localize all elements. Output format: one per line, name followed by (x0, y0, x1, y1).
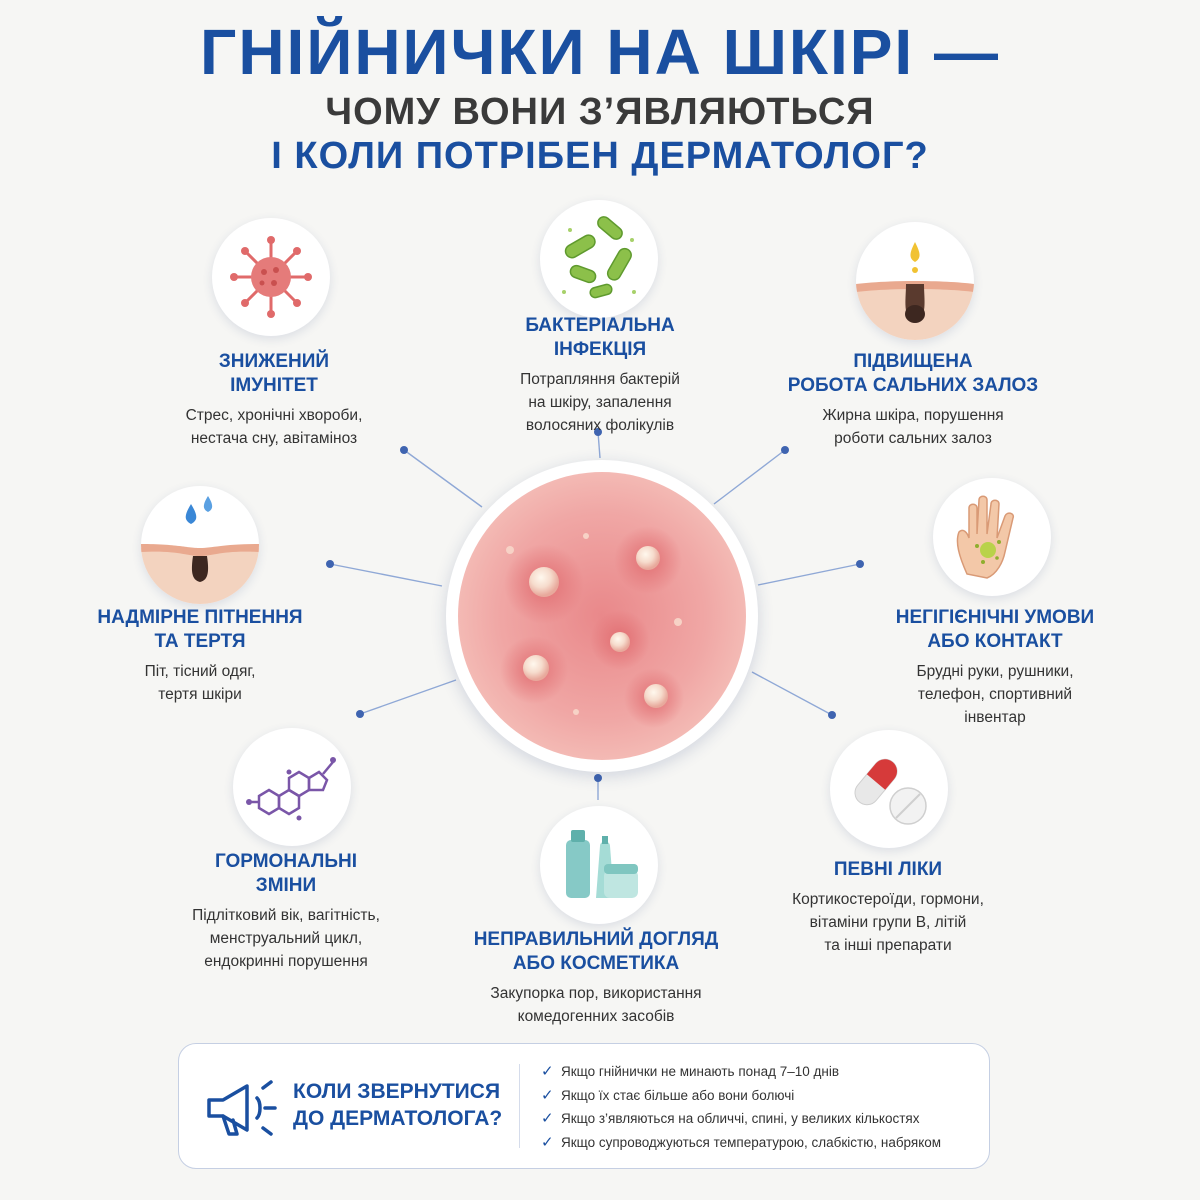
cause-sebaceous: ПІДВИЩЕНА РОБОТА САЛЬНИХ ЗАЛОЗ Жирна шкі… (773, 350, 1053, 450)
cause-desc: Підлітковий вік, вагітність, менструальн… (192, 907, 380, 970)
pills-icon-circle (830, 730, 948, 848)
bacteria-icon-circle (540, 200, 658, 318)
connector-dot-cosmetics (594, 774, 602, 782)
virus-icon (230, 236, 312, 318)
immunity-icon-circle (212, 218, 330, 336)
criteria-item: ✓ Якщо їх стає більше або вони болючі (541, 1084, 941, 1108)
title-block: ГНІЙНИЧКИ НА ШКІРІ — ЧОМУ ВОНИ З’ЯВЛЯЮТЬ… (0, 14, 1200, 178)
megaphone-icon (207, 1080, 277, 1136)
connector-sweat (329, 563, 443, 587)
connector-dot-hormones (356, 710, 364, 718)
criteria-item: ✓ Якщо гнійнички не минають понад 7–10 дн… (541, 1060, 941, 1084)
cause-desc: Закупорка пор, використання комедогенних… (490, 985, 702, 1025)
cause-desc: Кортикостероїди, гормони, вітаміни групи… (792, 891, 984, 954)
connector-dot-bacteria (594, 428, 602, 436)
criteria-text: Якщо супроводжуються температурою, слабк… (561, 1134, 942, 1150)
cause-title: ЗНИЖЕНИЙ ІМУНІТЕТ (218, 351, 330, 396)
hormones-icon-circle (233, 728, 351, 846)
connector-bacteria (597, 431, 601, 459)
criteria-text: Якщо їх стає більше або вони болючі (561, 1087, 795, 1103)
title-line-3: І КОЛИ ПОТРІБЕН ДЕРМАТОЛОГ? (271, 135, 929, 177)
cause-hormones: ГОРМОНАЛЬНІ ЗМІНИ Підлітковий вік, вагіт… (146, 850, 426, 973)
cause-title: ПІДВИЩЕНА РОБОТА САЛЬНИХ ЗАЛОЗ (787, 351, 1039, 396)
criteria-text: Якщо з’являються на обличчі, спині, у ве… (561, 1111, 920, 1126)
cause-title: НЕГІГІЄНІЧНІ УМОВИ АБО КОНТАКТ (895, 607, 1095, 652)
criteria-text: Якщо гнійнички не минають понад 7–10 дні… (561, 1064, 840, 1079)
sebaceous-gland-icon (856, 242, 974, 340)
connector-dot-sebaceous (781, 446, 789, 454)
connector-dot-immunity (400, 446, 408, 454)
cause-desc: Брудні руки, рушники, телефон, спортивни… (916, 663, 1074, 726)
cause-pills: ПЕВНІ ЛІКИ Кортикостероїди, гормони, віт… (748, 858, 1028, 957)
cause-title: ПЕВНІ ЛІКИ (833, 859, 943, 880)
cause-title: НЕПРАВИЛЬНИЙ ДОГЛЯД АБО КОСМЕТИКА (473, 929, 719, 974)
cause-desc: Піт, тісний одяг, тертя шкіри (144, 663, 256, 703)
sweat-icon-circle (141, 486, 259, 604)
connector-hygiene (757, 563, 861, 586)
bacteria-icon (562, 216, 636, 299)
criteria-list: ✓ Якщо гнійнички не минають понад 7–10 дн… (541, 1060, 941, 1154)
pills-icon (854, 758, 927, 825)
hygiene-icon-circle (933, 478, 1051, 596)
cause-desc: Стрес, хронічні хвороби, нестача сну, ав… (185, 407, 363, 447)
cause-title: ГОРМОНАЛЬНІ ЗМІНИ (215, 851, 357, 896)
doctor-box-title: КОЛИ ЗВЕРНУТИСЯ ДО ДЕРМАТОЛОГА? (293, 1080, 503, 1130)
cause-immunity: ЗНИЖЕНИЙ ІМУНІТЕТ Стрес, хронічні хвороб… (134, 350, 414, 450)
connector-immunity (403, 449, 483, 508)
title-line-1: ГНІЙНИЧКИ НА ШКІРІ — (200, 16, 1000, 88)
cause-title: НАДМІРНЕ ПІТНЕННЯ ТА ТЕРТЯ (97, 607, 303, 652)
cause-hygiene: НЕГІГІЄНІЧНІ УМОВИ АБО КОНТАКТ Брудні ру… (855, 606, 1135, 729)
connector-dot-sweat (326, 560, 334, 568)
check-icon: ✓ (541, 1086, 554, 1104)
check-icon: ✓ (541, 1063, 554, 1080)
cause-desc: Потрапляння бактерій на шкіру, запалення… (520, 371, 680, 434)
criteria-item: ✓ Якщо з’являються на обличчі, спині, у в… (541, 1107, 941, 1131)
connector-hormones (359, 679, 457, 715)
connector-pills (751, 671, 833, 716)
doctor-box-divider (519, 1064, 520, 1148)
sebaceous-icon-circle (856, 222, 974, 340)
cosmetics-icon (566, 830, 638, 898)
check-icon: ✓ (541, 1110, 554, 1127)
check-icon: ✓ (541, 1133, 554, 1151)
dirty-hand-icon (956, 495, 1015, 579)
cause-cosmetics: НЕПРАВИЛЬНИЙ ДОГЛЯД АБО КОСМЕТИКА Закупо… (456, 928, 736, 1028)
cause-sweat: НАДМІРНЕ ПІТНЕННЯ ТА ТЕРТЯ Піт, тісний о… (60, 606, 340, 706)
sweat-drops-icon (141, 496, 259, 604)
connector-sebaceous (713, 449, 786, 505)
criteria-item: ✓ Якщо супроводжуються температурою, слаб… (541, 1131, 941, 1155)
connector-dot-pills (828, 711, 836, 719)
connector-dot-hygiene (856, 560, 864, 568)
doctor-box: КОЛИ ЗВЕРНУТИСЯ ДО ДЕРМАТОЛОГА? ✓ Якщо гн… (178, 1043, 990, 1169)
cause-bacteria: БАКТЕРІАЛЬНА ІНФЕКЦІЯ Потрапляння бактер… (460, 314, 740, 437)
cosmetics-icon-circle (540, 806, 658, 924)
hormone-molecule-icon (246, 757, 336, 821)
cause-desc: Жирна шкіра, порушення роботи сальних за… (822, 407, 1004, 447)
title-line-2: ЧОМУ ВОНИ З’ЯВЛЯЮТЬСЯ (325, 91, 875, 133)
cause-title: БАКТЕРІАЛЬНА ІНФЕКЦІЯ (525, 315, 675, 360)
center-skin-image (446, 460, 758, 772)
pustules-skin-icon (458, 472, 746, 760)
